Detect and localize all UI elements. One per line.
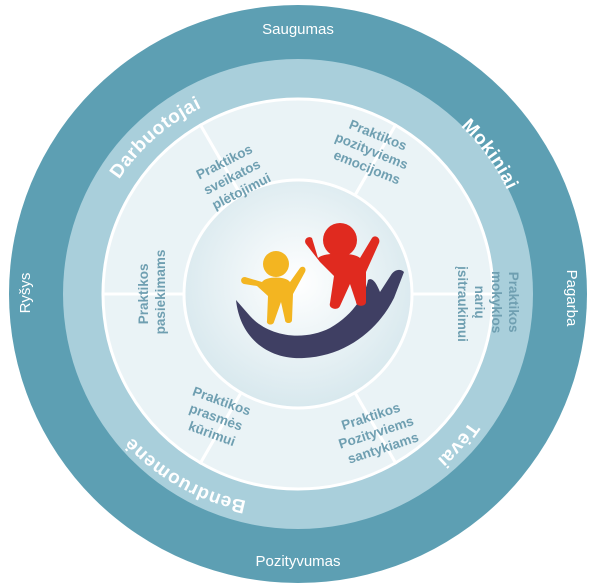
hand-holding-children-icon [236, 223, 404, 359]
svg-text:Praktikos mokyklos: Praktikos mokyklos narių įsitraukimui [455, 266, 521, 342]
segment-label-6: Praktikos pasiekimams [136, 250, 168, 335]
outer-label-top: Saugumas [262, 21, 334, 38]
outer-label-left: Ryšys [17, 273, 34, 314]
svg-text:Praktikos pasiekimams: Praktikos pasiekimams [136, 250, 168, 335]
outer-label-right: Pagarba [563, 270, 580, 327]
segment-label-3: Praktikos mokyklos narių įsitraukimui [455, 266, 521, 342]
outer-label-bottom: Pozityvumas [255, 553, 340, 570]
